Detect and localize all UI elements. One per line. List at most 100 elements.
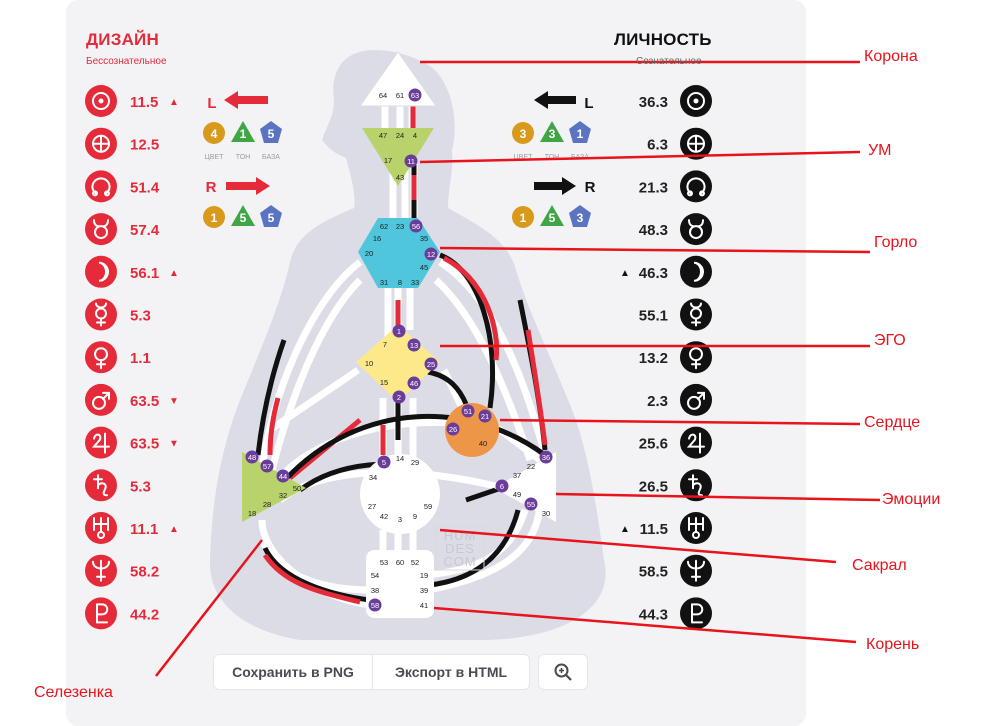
- gate: 61: [396, 91, 404, 100]
- moon-icon: [680, 255, 712, 288]
- gate: 5: [382, 458, 386, 467]
- gate: 45: [420, 263, 428, 272]
- design-planet-row[interactable]: 63.5▼: [85, 426, 179, 459]
- design-planet-row[interactable]: 51.4: [85, 170, 160, 203]
- personality-planet-value: 6.3: [647, 137, 668, 154]
- gate: 33: [411, 278, 419, 287]
- gate: 55: [527, 500, 535, 509]
- variable-label: ЦВЕТ: [514, 154, 534, 161]
- gate: 35: [420, 234, 428, 243]
- annotation-sacral: Сакрал: [852, 557, 907, 574]
- export-html-button[interactable]: Экспорт в HTML: [372, 654, 530, 690]
- center-solar[interactable]: [494, 452, 556, 522]
- center-sacral[interactable]: [360, 454, 440, 534]
- variable-badge: 5: [540, 205, 564, 226]
- variable-badge: 1: [512, 206, 534, 228]
- jupiter-icon: [680, 426, 712, 459]
- personality-planet-row[interactable]: 11.5▲: [620, 512, 712, 544]
- design-title: ДИЗАЙН: [86, 30, 159, 49]
- gate: 50: [293, 484, 301, 493]
- design-planet-row[interactable]: 5.3: [85, 469, 151, 502]
- center-throat[interactable]: [358, 218, 440, 288]
- personality-planet-value: 58.5: [639, 564, 668, 581]
- design-arrows: L R: [206, 91, 270, 196]
- personality-planet-row[interactable]: 46.3▲: [620, 255, 712, 288]
- design-planet-value: 5.3: [130, 308, 151, 325]
- personality-planet-row[interactable]: 36.3: [639, 85, 712, 117]
- gate: 21: [481, 412, 489, 421]
- design-planet-row[interactable]: 1.1: [85, 341, 151, 374]
- center-ajna[interactable]: [362, 128, 434, 186]
- design-planet-row[interactable]: 63.5▼: [85, 383, 179, 416]
- annotation-ajna: УМ: [868, 142, 892, 159]
- variable-badge: 3: [512, 122, 534, 144]
- design-planet-value: 12.5: [130, 137, 159, 154]
- gate: 62: [380, 222, 388, 231]
- personality-planet-row[interactable]: 21.3: [639, 170, 712, 203]
- personality-planet-row[interactable]: 25.6: [639, 426, 712, 459]
- gate: 4: [413, 131, 417, 140]
- gate: 36: [542, 453, 550, 462]
- variable-badge: 3: [540, 121, 564, 142]
- design-planet-row[interactable]: 58.2: [85, 554, 159, 587]
- design-planet-row[interactable]: 57.4: [85, 213, 160, 246]
- svg-text:3: 3: [549, 127, 556, 141]
- personality-planet-row[interactable]: 48.3: [639, 213, 712, 246]
- direction-arrow: ▲: [620, 268, 630, 279]
- gate: 38: [371, 586, 379, 595]
- personality-arrow-r-label: R: [585, 179, 596, 196]
- personality-planet-row[interactable]: 44.3: [639, 597, 712, 630]
- gate: 49: [513, 490, 521, 499]
- save-png-button[interactable]: Сохранить в PNG: [213, 654, 373, 690]
- design-planet-row[interactable]: 5.3: [85, 298, 151, 331]
- gate: 64: [379, 91, 387, 100]
- gate: 15: [380, 378, 388, 387]
- gate: 27: [368, 502, 376, 511]
- design-planet-row[interactable]: 11.5▲: [85, 85, 179, 117]
- svg-text:DES: DES: [445, 541, 475, 556]
- design-planet-row[interactable]: 12.5: [85, 127, 159, 160]
- design-planet-value: 44.2: [130, 606, 159, 623]
- center-spleen[interactable]: [242, 452, 306, 522]
- gate: 14: [396, 454, 404, 463]
- svg-text:5: 5: [240, 211, 247, 225]
- personality-planet-row[interactable]: 6.3: [647, 127, 712, 160]
- arrow-right-icon: [226, 177, 270, 195]
- variable-label: ЦВЕТ: [205, 154, 225, 161]
- personality-planet-row[interactable]: 2.3: [647, 383, 712, 416]
- annotation-root: Корень: [866, 636, 920, 653]
- design-planet-value: 5.3: [130, 478, 151, 495]
- personality-arrows: L R: [534, 91, 596, 196]
- svg-text:5: 5: [268, 127, 275, 141]
- personality-planet-value: 21.3: [639, 179, 668, 196]
- personality-planet-value: 26.5: [639, 478, 668, 495]
- variable-label: ТОН: [236, 154, 250, 161]
- variable-badge: 1: [231, 121, 255, 142]
- personality-planet-value: 55.1: [639, 308, 668, 325]
- gate: 17: [384, 156, 392, 165]
- personality-planet-value: 13.2: [639, 350, 668, 367]
- arrow-left-icon: [224, 91, 268, 109]
- gate: 51: [464, 407, 472, 416]
- design-planet-row[interactable]: 11.1▲: [85, 512, 179, 544]
- gate: 28: [263, 500, 271, 509]
- design-planet-row[interactable]: 56.1▲: [85, 255, 179, 288]
- personality-planet-row[interactable]: 55.1: [639, 298, 712, 331]
- zoom-in-button[interactable]: [538, 654, 588, 690]
- annotation-throat: Горло: [874, 234, 918, 251]
- personality-planet-row[interactable]: 13.2: [639, 341, 712, 374]
- design-planet-row[interactable]: 44.2: [85, 597, 159, 630]
- gate: 24: [396, 131, 404, 140]
- center-root[interactable]: [366, 550, 434, 618]
- annotation-spleen: Селезенка: [34, 684, 113, 701]
- design-planet-value: 56.1: [130, 265, 159, 282]
- personality-planet-row[interactable]: 26.5: [639, 469, 712, 502]
- svg-text:COM: COM: [443, 554, 476, 569]
- gate: 54: [371, 571, 379, 580]
- personality-planet-row[interactable]: 58.5: [639, 554, 712, 587]
- design-planet-value: 57.4: [130, 222, 160, 239]
- variable-badge: 1: [569, 121, 591, 143]
- gate: 7: [383, 340, 387, 349]
- personality-title: ЛИЧНОСТЬ: [614, 30, 712, 49]
